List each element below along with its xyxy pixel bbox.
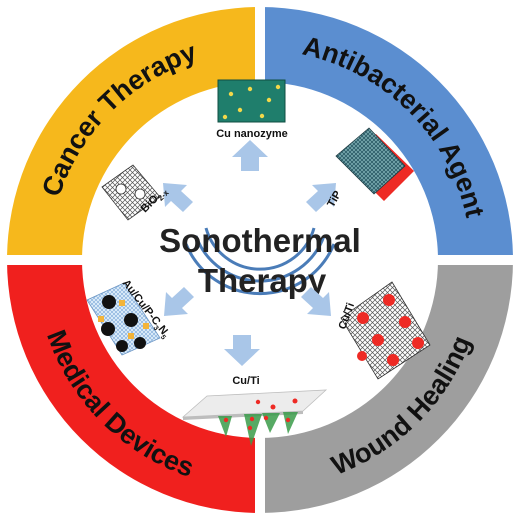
ultrasound-waves-icon [184,227,336,296]
arrows [163,140,336,366]
cu-nanozyme-illustration [217,79,286,123]
arrow-down-icon [224,335,260,366]
label-cuti-bottom: Cu/Ti [232,375,259,387]
quadrant-wound-healing [260,260,513,513]
aucu-pcn-illustration [86,282,161,356]
quadrant-antibacterial-agent [260,7,513,260]
inner-disc [84,84,436,436]
arrow-up-icon [232,140,268,171]
arrow-upleft-icon [163,183,193,212]
tip-illustration [335,127,414,201]
arrow-downleft-icon [164,287,194,316]
bio2x-illustration [101,164,161,221]
quadrant-medical-devices [7,260,260,513]
label-cu-nanozyme: Cu nanozyme [216,128,288,140]
arrow-downright-icon [301,287,331,316]
cuti-implant-illustration [181,389,328,446]
arrow-upright-icon [306,183,336,212]
center-title-line1: Sonothermal [159,222,361,259]
quadrant-cancer-therapy [7,7,260,260]
cuti-wound-illustration [340,281,431,380]
